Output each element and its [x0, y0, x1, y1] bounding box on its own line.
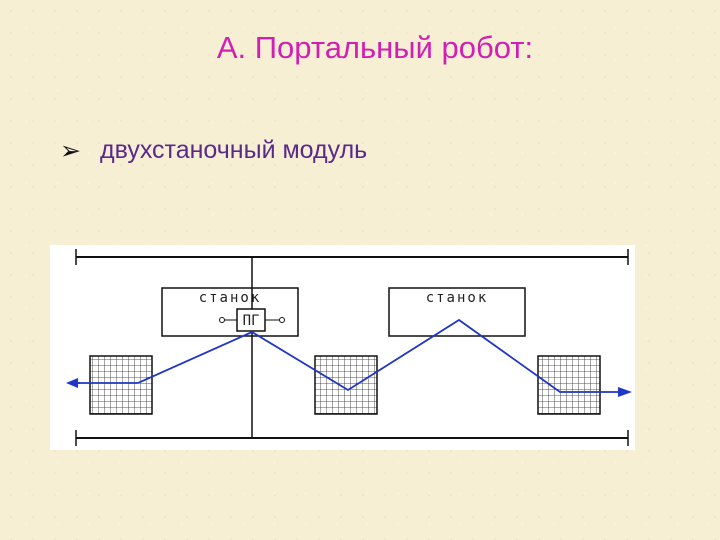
portal-bottom-rail: [75, 430, 629, 446]
portal-top-rail: [75, 249, 629, 265]
gripper: ПГ: [219, 308, 285, 332]
machine-label-2: станок: [426, 290, 489, 306]
machine-label-1: станок: [199, 290, 262, 306]
diagram-canvas: станок станок ПГ: [66, 249, 632, 446]
bullet-item: ➢ двухстаночный модуль: [60, 136, 367, 165]
storage-grid-1: [89, 355, 153, 415]
arrow-bullet-icon: ➢: [60, 136, 81, 165]
workpiece-path: [66, 318, 632, 397]
machine-box-1: [161, 287, 299, 337]
portal-robot-diagram: станок станок ПГ: [50, 245, 635, 450]
machine-box-2: [388, 287, 526, 337]
bullet-text: двухстаночный модуль: [100, 136, 368, 164]
gripper-label: ПГ: [243, 313, 260, 329]
storage-grid-2: [314, 355, 378, 415]
storage-grid-3: [537, 355, 601, 415]
slide-title: А. Портальный робот:: [216, 30, 534, 65]
